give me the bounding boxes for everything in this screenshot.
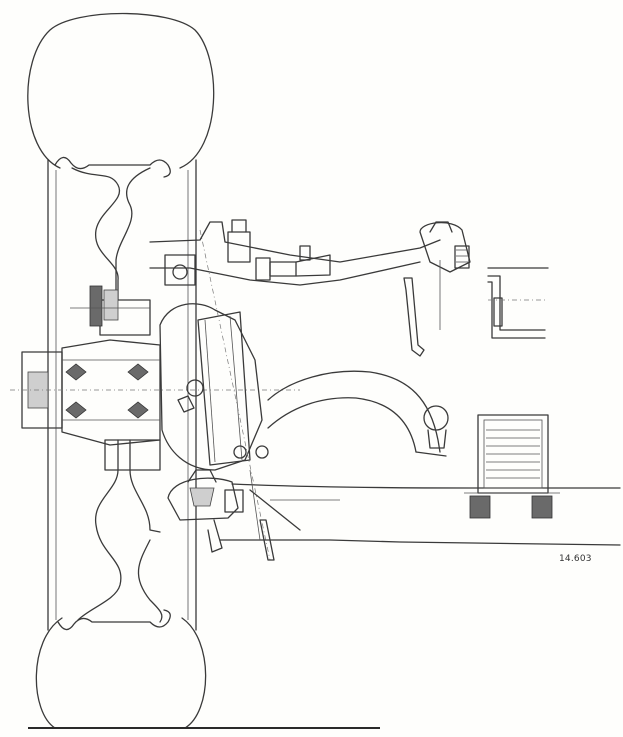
hub-assembly <box>10 285 300 471</box>
lower-ball-joint <box>167 469 275 561</box>
stub-axle-housing <box>159 229 271 561</box>
chassis-bracket-upper <box>487 267 549 339</box>
upper-wishbone <box>149 219 471 357</box>
rubber-spring-block <box>464 414 560 519</box>
wheel-disc <box>71 167 163 623</box>
drawing-reference-number: 14.603 <box>559 554 592 564</box>
lower-arm <box>219 370 621 546</box>
tyre <box>27 12 215 729</box>
